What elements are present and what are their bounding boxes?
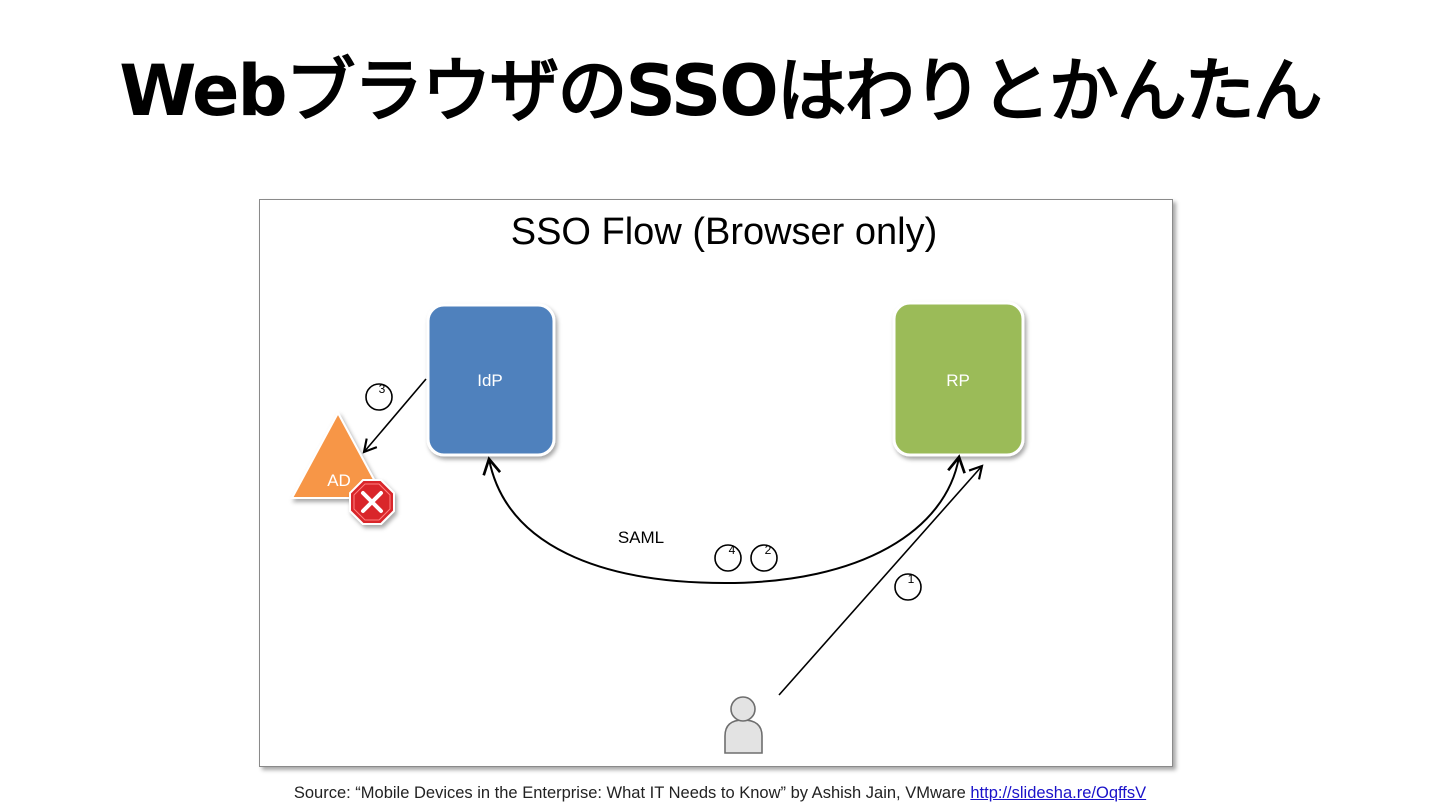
ad-node: AD	[290, 410, 386, 499]
step-2-label: 2	[765, 543, 772, 557]
diagram-title: SSO Flow (Browser only)	[511, 211, 938, 253]
step-1-marker: 1	[894, 572, 922, 601]
source-link[interactable]: http://slidesha.re/OqffsV	[970, 784, 1147, 802]
slide-title: WebブラウザのSSOはわりとかんたん	[119, 50, 1323, 132]
arrow-idp-to-ad	[362, 378, 427, 454]
person-icon	[724, 696, 763, 754]
diagram-frame: SSO Flow (Browser only) IdP RP AD	[259, 199, 1173, 767]
arrow-user-to-rp	[778, 464, 984, 696]
source-citation: Source: “Mobile Devices in the Enterpris…	[0, 784, 1440, 803]
idp-label: IdP	[477, 371, 503, 390]
ad-label: AD	[327, 471, 351, 490]
idp-node: IdP	[426, 303, 556, 457]
red-x-error-icon	[349, 479, 395, 525]
step-2-marker: 2	[750, 543, 778, 572]
saml-label: SAML	[618, 528, 664, 547]
source-text: Source: “Mobile Devices in the Enterpris…	[293, 784, 966, 802]
step-3-marker: 3	[365, 382, 393, 411]
saml-curve-arrow	[482, 454, 966, 585]
sso-flow-diagram: SSO Flow (Browser only) IdP RP AD	[290, 211, 1025, 754]
step-4-label: 4	[729, 543, 736, 557]
step-4-marker: 4	[714, 543, 742, 572]
step-1-label: 1	[908, 572, 915, 586]
step-3-label: 3	[379, 382, 386, 396]
rp-label: RP	[946, 371, 970, 390]
rp-node: RP	[892, 301, 1025, 457]
